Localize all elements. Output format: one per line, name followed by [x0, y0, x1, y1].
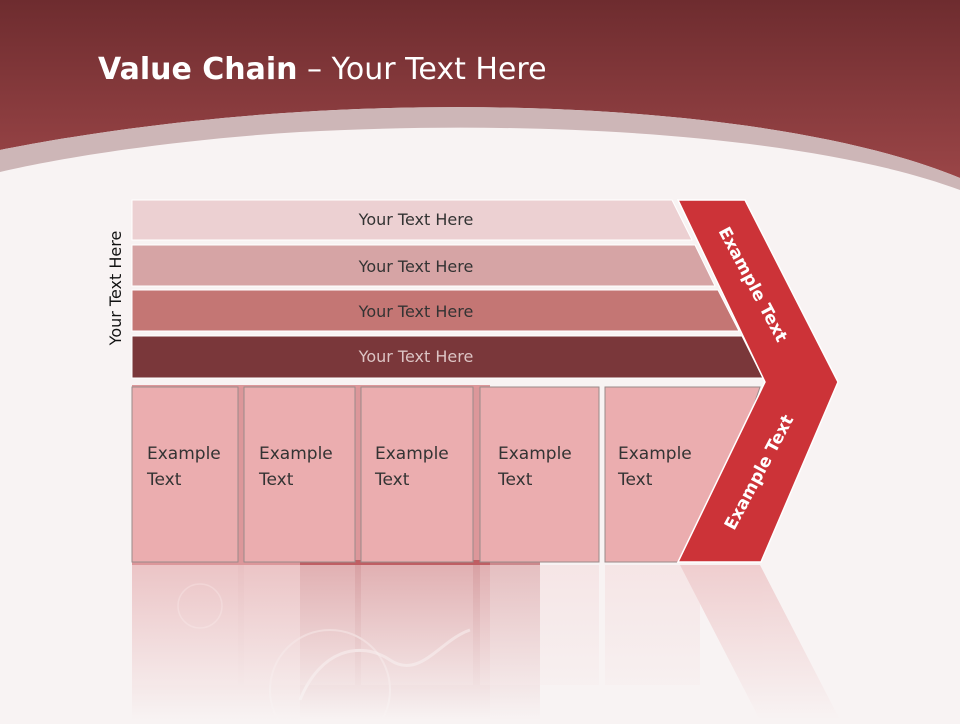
reflection-fade: [0, 565, 960, 720]
box-4-line2: Text: [497, 470, 533, 490]
row-4-label: Your Text Here: [358, 347, 474, 366]
box-4-line1: Example: [498, 444, 572, 464]
row-2: [131, 244, 716, 287]
side-label: Your Text Here: [106, 231, 125, 347]
activity-box-3: [360, 386, 474, 563]
activity-box-2: [243, 386, 356, 563]
margin-chevron: [676, 199, 839, 563]
row-1: [131, 199, 693, 241]
header-band: [0, 0, 960, 178]
box-2-line2: Text: [258, 470, 294, 490]
row-1-label: Your Text Here: [358, 210, 474, 229]
activity-box-4: [479, 386, 600, 563]
box-2-line1: Example: [259, 444, 333, 464]
row-3: [131, 289, 740, 332]
box-3-line2: Text: [374, 470, 410, 490]
title-bold: Value Chain: [98, 52, 298, 87]
box-3-line1: Example: [375, 444, 449, 464]
slide-title: Value Chain – Your Text Here: [98, 52, 547, 87]
row-3-label: Your Text Here: [358, 302, 474, 321]
box-5-line1: Example: [618, 444, 692, 464]
header-swoosh: [0, 107, 960, 190]
box-1-line1: Example: [147, 444, 221, 464]
row-2-label: Your Text Here: [358, 257, 474, 276]
activity-box-1: [131, 386, 239, 563]
box-5-line2: Text: [617, 470, 653, 490]
box-1-line2: Text: [146, 470, 182, 490]
title-rest: – Your Text Here: [297, 52, 547, 87]
